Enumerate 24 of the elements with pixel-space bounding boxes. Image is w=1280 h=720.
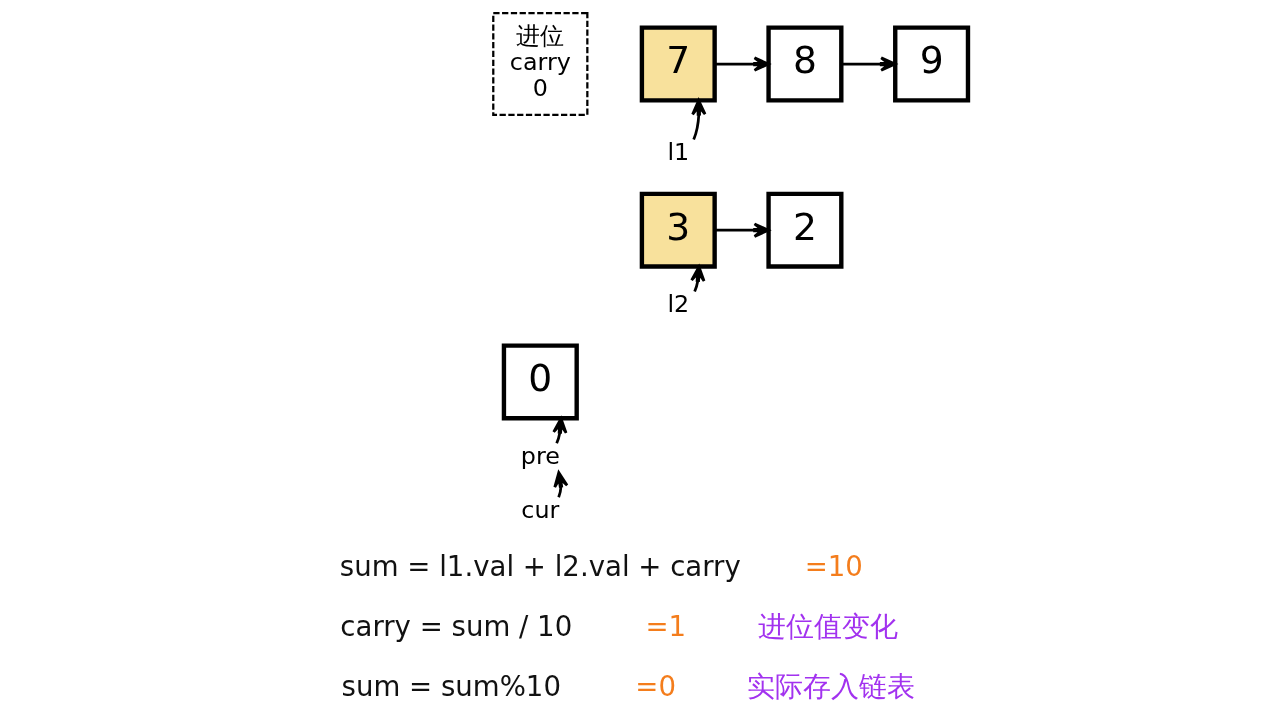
label: =0: [634, 670, 676, 704]
label: sum = l1.val + l2.val + carry: [339, 549, 741, 583]
node-box: 9: [892, 25, 970, 103]
arrow: [714, 56, 770, 72]
label: =1: [644, 610, 686, 644]
arrow: [552, 471, 568, 498]
node-text: cur: [520, 495, 559, 524]
arrow: [841, 56, 896, 72]
node-box: 7: [639, 25, 717, 103]
node-text: l1: [666, 138, 689, 167]
node-text: pre: [520, 441, 560, 470]
label: carry = sum / 10: [339, 610, 572, 644]
node-box: 2: [765, 191, 843, 269]
label: 进位值变化: [757, 610, 898, 644]
label: 实际存入链表: [746, 670, 915, 704]
label: sum = sum%10: [341, 670, 561, 704]
node-box: 0: [501, 343, 579, 421]
node-box: 8: [765, 25, 843, 103]
node-text: l2: [666, 289, 689, 318]
label: =10: [804, 549, 863, 583]
node-box: 3: [639, 191, 717, 269]
arrow: [714, 222, 770, 238]
arrow: [690, 99, 706, 141]
node-box: 进位 carry 0: [491, 12, 588, 116]
